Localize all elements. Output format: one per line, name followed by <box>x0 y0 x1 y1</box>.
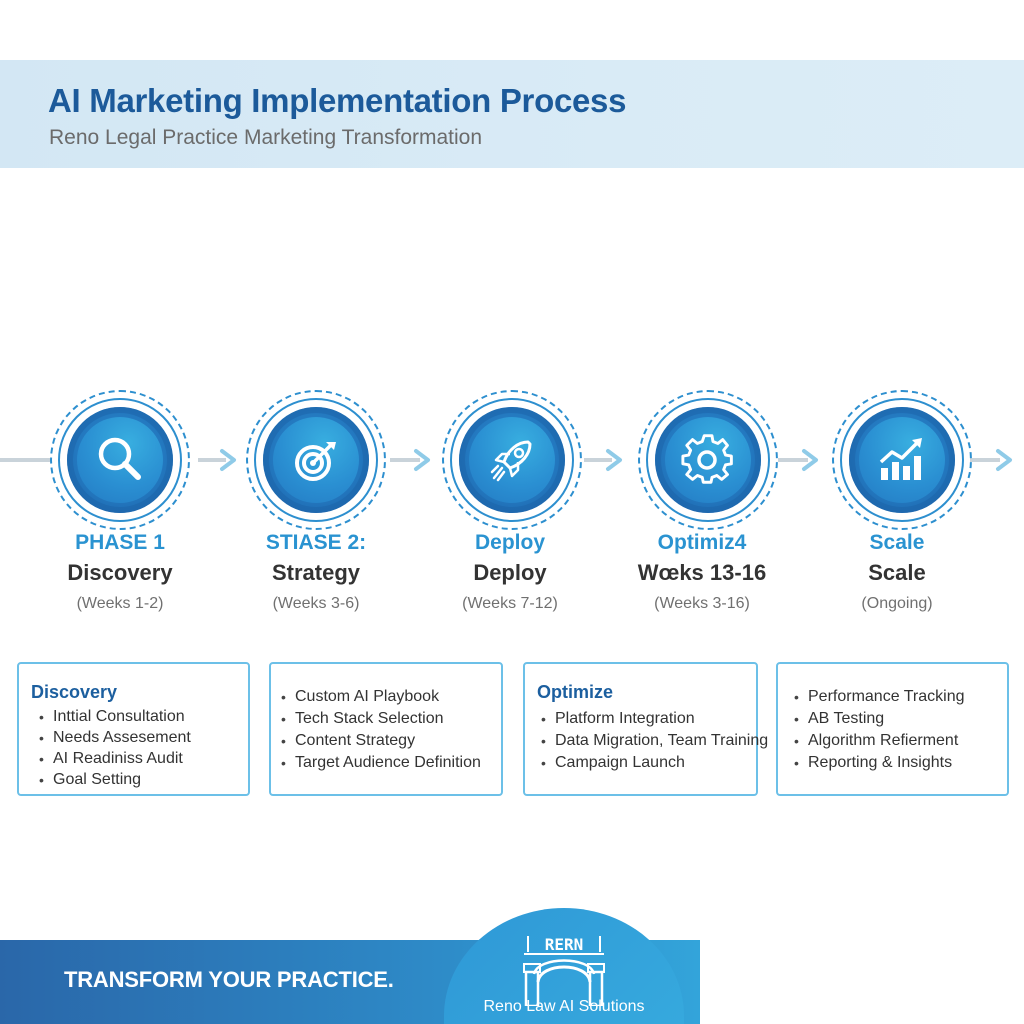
detail-card-discovery: Discovery Inttial Consultation Needs Ass… <box>17 662 250 796</box>
phase-tag: Deploy <box>474 531 545 554</box>
card-title: Optimize <box>537 682 614 702</box>
card-task-list: Platform Integration Data Migration, Tea… <box>539 708 768 774</box>
header-banner: AI Marketing Implementation Process Reno… <box>0 60 1024 168</box>
phase-name: Wœks 13-16 <box>637 560 767 585</box>
connector-4-5 <box>778 458 808 462</box>
gear-icon <box>671 423 745 497</box>
card-task-list: Custom AI Playbook Tech Stack Selection … <box>279 686 481 774</box>
task-item: Platform Integration <box>539 708 768 730</box>
phase-name: Strategy <box>271 560 361 585</box>
phase-duration: (Ongoing) <box>861 595 933 612</box>
phase-node-scale <box>832 390 972 530</box>
task-item: Custom AI Playbook <box>279 686 481 708</box>
task-item: Algorithm Refierment <box>792 730 965 752</box>
task-item: AB Testing <box>792 708 965 730</box>
phase-label-strategy: STIASE 2: Strategy (Weeks 3-6) <box>216 528 416 619</box>
phase-node-optimize <box>638 390 778 530</box>
connector-2-3 <box>390 458 420 462</box>
task-item: Reporting & Insights <box>792 752 965 774</box>
phase-tag: Optimiz4 <box>657 531 747 554</box>
detail-card-optimize: Optimize Platform Integration Data Migra… <box>523 662 768 796</box>
phase-duration: (Weeks 3-6) <box>272 595 360 612</box>
phase-tag: Scale <box>869 531 925 554</box>
task-item: Tech Stack Selection <box>279 708 481 730</box>
phase-tag: PHASE 1 <box>75 531 165 554</box>
phase-name: Deploy <box>473 560 547 585</box>
phase-label-discovery: PHASE 1 Discovery (Weeks 1-2) <box>20 528 220 619</box>
phase-duration: (Weeks 7-12) <box>462 595 558 612</box>
card-task-list: Inttial Consultation Needs Assesement AI… <box>37 706 191 791</box>
task-item: Inttial Consultation <box>37 706 191 728</box>
svg-text:RERN: RERN <box>545 935 584 954</box>
task-item: Content Strategy <box>279 730 481 752</box>
arrow-right-icon <box>604 448 626 472</box>
task-item: Goal Setting <box>37 769 191 791</box>
timeline-lead-line <box>0 458 50 462</box>
phase-node-strategy <box>246 390 386 530</box>
arrow-right-icon <box>800 448 822 472</box>
detail-card-scale: Performance Tracking AB Testing Algorith… <box>776 662 1009 796</box>
task-item: Target Audience Definition <box>279 752 481 774</box>
arrow-right-icon <box>218 448 240 472</box>
brand-badge: RERN Reno Law AI Solutions <box>444 908 684 1024</box>
phase-duration: (Weeks 1-2) <box>76 595 164 612</box>
phase-label-optimize: Optimiz4 Wœks 13-16 (Weeks 3-16) <box>602 528 802 619</box>
phase-label-scale: Scale Scale (Ongoing) <box>797 528 997 619</box>
task-item: Performance Tracking <box>792 686 965 708</box>
page-title: AI Marketing Implementation Process <box>48 82 627 119</box>
phase-node-discovery <box>50 390 190 530</box>
phase-tag: STIASE 2: <box>265 531 367 554</box>
arrow-right-icon <box>412 448 434 472</box>
growth-chart-icon <box>865 423 939 497</box>
magnifier-icon <box>83 423 157 497</box>
detail-card-strategy: Custom AI Playbook Tech Stack Selection … <box>269 662 503 796</box>
phase-node-deploy <box>442 390 582 530</box>
task-item: Needs Assesement <box>37 727 191 749</box>
brand-name: Reno Law AI Solutions <box>483 998 645 1015</box>
page-subtitle: Reno Legal Practice Marketing Transforma… <box>49 126 483 149</box>
phase-label-deploy: Deploy Deploy (Weeks 7-12) <box>410 528 610 619</box>
rocket-icon <box>475 423 549 497</box>
card-task-list: Performance Tracking AB Testing Algorith… <box>792 686 965 774</box>
arrow-right-icon <box>994 448 1016 472</box>
card-title: Discovery <box>31 682 118 702</box>
process-timeline <box>0 390 1024 530</box>
phase-duration: (Weeks 3-16) <box>654 595 750 612</box>
target-icon <box>279 423 353 497</box>
task-item: Campaign Launch <box>539 752 768 774</box>
phase-name: Discovery <box>67 560 173 585</box>
arch-logo-icon: RERN <box>518 934 610 1008</box>
task-item: AI Readiniss Audit <box>37 748 191 770</box>
task-item: Data Migration, Team Training <box>539 730 768 752</box>
connector-trailing <box>970 458 1000 462</box>
connector-3-4 <box>584 458 612 462</box>
phase-name: Scale <box>868 560 926 585</box>
connector-1-2 <box>198 458 226 462</box>
call-to-action: TRANSFORM YOUR PRACTICE. <box>64 967 394 992</box>
